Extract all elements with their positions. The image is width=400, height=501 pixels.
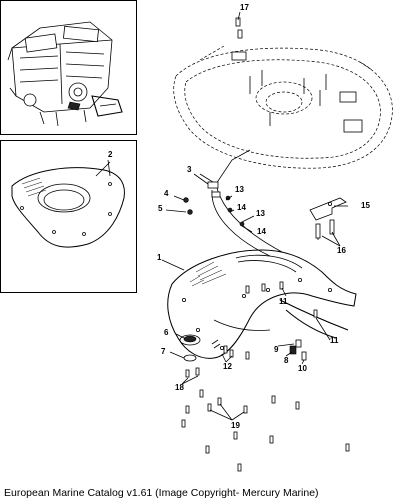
callout-11-upper: 11 [279, 297, 288, 306]
engine-outline-dashed [173, 45, 393, 169]
callout-12: 12 [223, 362, 232, 371]
callout-14-lower: 14 [257, 227, 266, 236]
engine-illustration [7, 21, 123, 127]
callout-8: 8 [284, 356, 289, 365]
callout-16: 16 [337, 246, 346, 255]
callout-9: 9 [274, 345, 279, 354]
callout-13-lower: 13 [256, 209, 265, 218]
callout-19: 19 [231, 421, 240, 430]
callout-7: 7 [161, 347, 166, 356]
callout-5: 5 [158, 204, 163, 213]
callout-4: 4 [164, 189, 169, 198]
small-hardware [289, 339, 307, 361]
callout-10: 10 [298, 364, 307, 373]
callout-6: 6 [164, 328, 169, 337]
leader-lines [107, 11, 348, 421]
callout-11-lower: 11 [330, 336, 339, 345]
screws-18-19 [181, 281, 350, 472]
callout-18: 18 [175, 383, 184, 392]
callout-15: 15 [361, 201, 370, 210]
callout-13-upper: 13 [235, 185, 244, 194]
callout-1: 1 [157, 253, 162, 262]
callout-17: 17 [240, 3, 249, 12]
callout-2: 2 [108, 150, 113, 159]
cover-plate-illustration [11, 161, 125, 248]
copyright-caption: European Marine Catalog v1.61 (Image Cop… [4, 487, 319, 499]
callout-14-upper: 14 [237, 203, 246, 212]
bracket [309, 197, 347, 240]
callout-3: 3 [187, 165, 192, 174]
cap-parts [179, 334, 221, 362]
cable-assembly [183, 149, 283, 257]
main-cover-plate [167, 249, 357, 359]
screws-17 [235, 17, 243, 39]
